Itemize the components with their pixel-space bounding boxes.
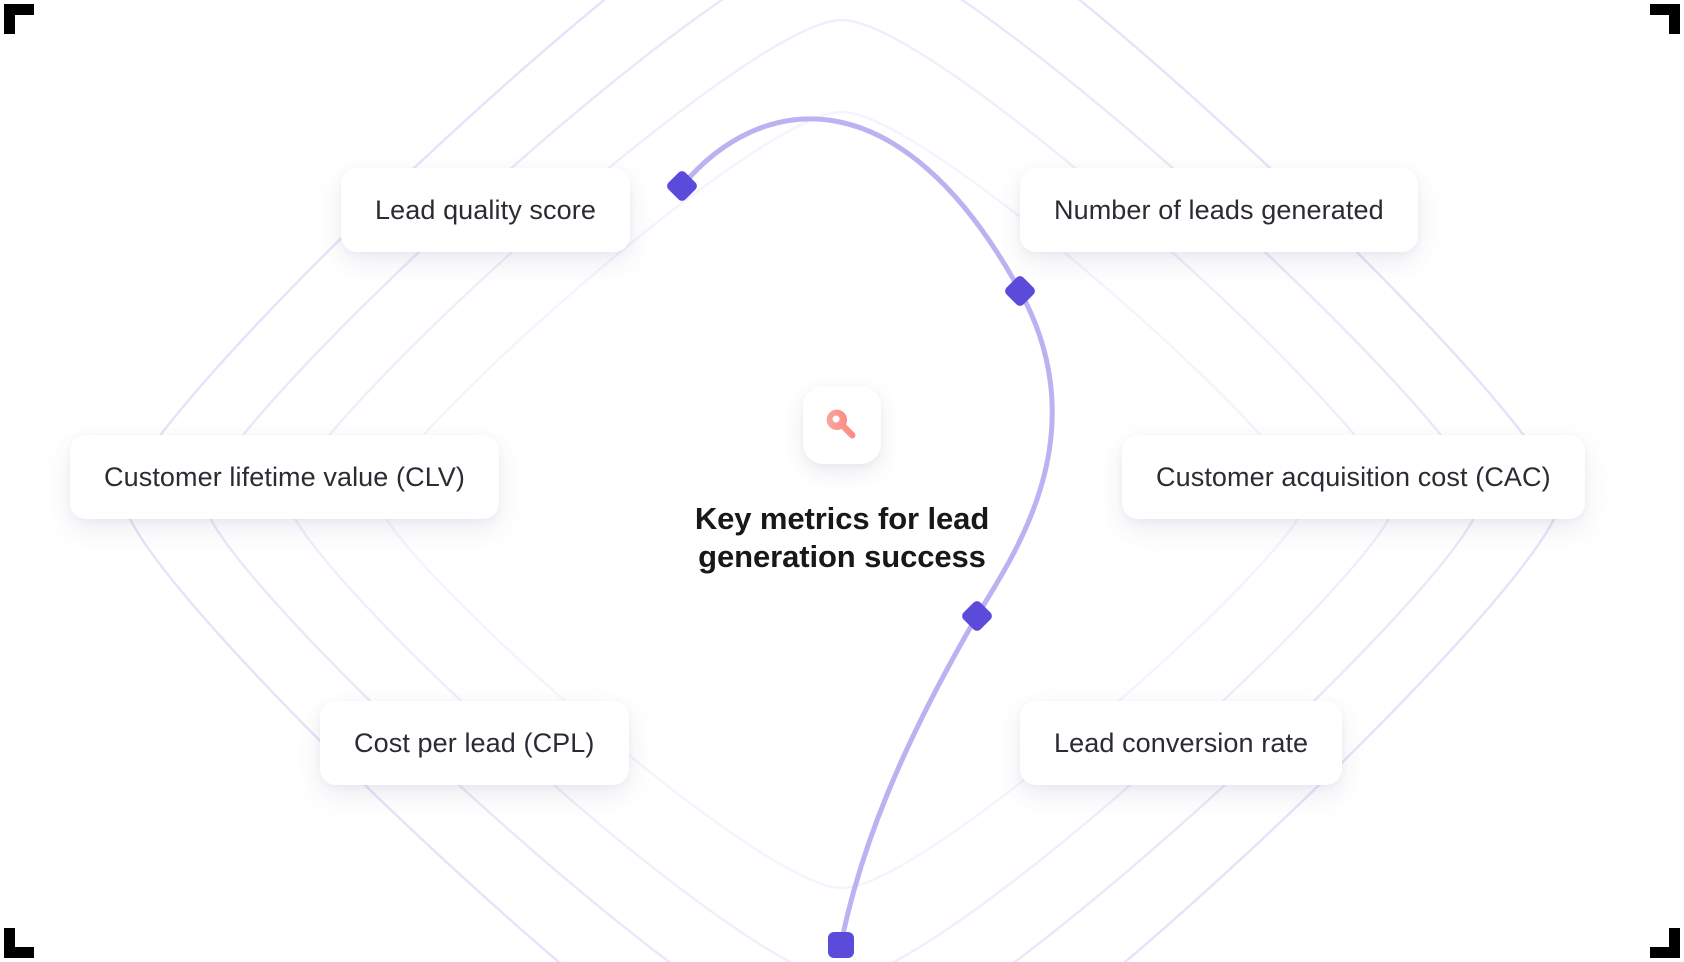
key-icon bbox=[826, 409, 856, 439]
crop-mark-top-right-icon bbox=[1650, 4, 1680, 34]
marker-bottom-square-icon bbox=[828, 932, 854, 958]
ring-outer-2 bbox=[286, 18, 1398, 962]
center-title-line-1: Key metrics for lead bbox=[694, 501, 990, 536]
node-card-number-of-leads[interactable]: Number of leads generated bbox=[1020, 168, 1418, 253]
node-card-lead-quality-score[interactable]: Lead quality score bbox=[341, 168, 630, 253]
node-label: Customer lifetime value (CLV) bbox=[104, 462, 466, 492]
node-card-customer-lifetime-value[interactable]: Customer lifetime value (CLV) bbox=[70, 435, 500, 520]
node-label: Number of leads generated bbox=[1054, 195, 1384, 225]
node-card-lead-conversion-rate[interactable]: Lead conversion rate bbox=[1020, 701, 1343, 786]
center-title: Key metrics for lead generation success bbox=[695, 500, 989, 576]
node-card-customer-acquisition-cost[interactable]: Customer acquisition cost (CAC) bbox=[1122, 435, 1585, 520]
node-label: Cost per lead (CPL) bbox=[354, 728, 595, 758]
node-label: Lead conversion rate bbox=[1054, 728, 1309, 758]
ring-outer-3 bbox=[202, 0, 1482, 962]
node-label: Customer acquisition cost (CAC) bbox=[1156, 462, 1551, 492]
ring-inner-1 bbox=[376, 110, 1308, 890]
crop-mark-bottom-left-icon bbox=[4, 928, 34, 958]
crop-mark-bottom-right-icon bbox=[1650, 928, 1680, 958]
accent-progress-path bbox=[679, 116, 1055, 947]
node-card-cost-per-lead[interactable]: Cost per lead (CPL) bbox=[320, 701, 629, 786]
center-title-line-2: generation success bbox=[698, 538, 986, 574]
ring-outer-4 bbox=[122, 0, 1562, 962]
crop-mark-top-left-icon bbox=[4, 4, 34, 34]
center-cluster: Key metrics for lead generation success bbox=[632, 386, 1052, 576]
node-label: Lead quality score bbox=[375, 195, 596, 225]
center-icon-tile bbox=[803, 386, 881, 464]
